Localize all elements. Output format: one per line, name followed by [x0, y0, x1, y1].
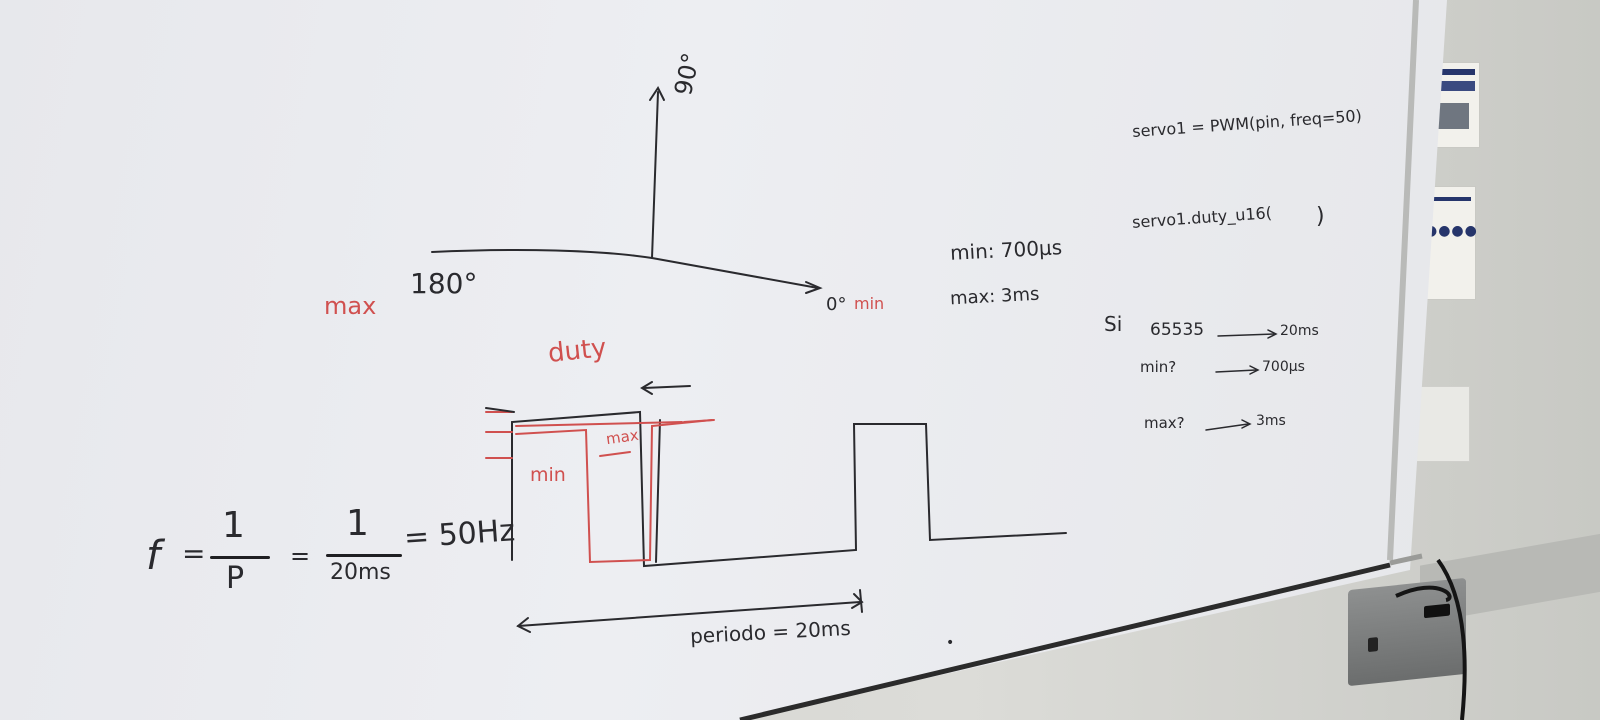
formula-denominator-p: P [226, 561, 245, 596]
row1-value: 65535 [1150, 320, 1205, 340]
formula-denominator-20ms: 20ms [330, 560, 391, 585]
duty-label: duty [546, 333, 608, 369]
min-700us-note: min: 700µs [949, 235, 1063, 265]
formula-fraction-line-2 [326, 554, 402, 557]
pulse-min-label: min [530, 464, 566, 486]
formula-numerator-1: 1 [222, 505, 245, 546]
si-label: Si [1104, 312, 1123, 336]
conversion-arrows [1205, 329, 1278, 431]
servo-duty-close-paren: ) [1316, 204, 1325, 229]
formula-equals-1: = [182, 537, 206, 570]
pulse-max-label: max [604, 425, 640, 449]
marker-dot: • [946, 635, 955, 651]
row2-result: 700µs [1262, 359, 1305, 375]
row3-result: 3ms [1256, 413, 1286, 429]
angle-axes [431, 86, 823, 294]
angle-180-label: 180° [410, 267, 478, 300]
formula-result-50hz: = 50Hz [402, 513, 517, 556]
angle-max-label: max [324, 292, 377, 320]
pulse-width-marks [485, 411, 715, 564]
formula-f: f [146, 533, 161, 579]
pwm-waveform [511, 410, 1067, 568]
duty-arrow [485, 381, 691, 413]
row1-result: 20ms [1280, 323, 1319, 339]
angle-0-label: 0° [826, 294, 847, 315]
row3-label: max? [1144, 414, 1185, 432]
period-arrow [516, 589, 864, 633]
formula-equals-2: = [290, 542, 311, 570]
formula-numerator-2: 1 [346, 503, 369, 544]
angle-0-min-label: min [854, 294, 885, 313]
formula-fraction-line-1 [210, 556, 270, 559]
row2-label: min? [1140, 358, 1177, 376]
max-3ms-note: max: 3ms [949, 283, 1040, 310]
